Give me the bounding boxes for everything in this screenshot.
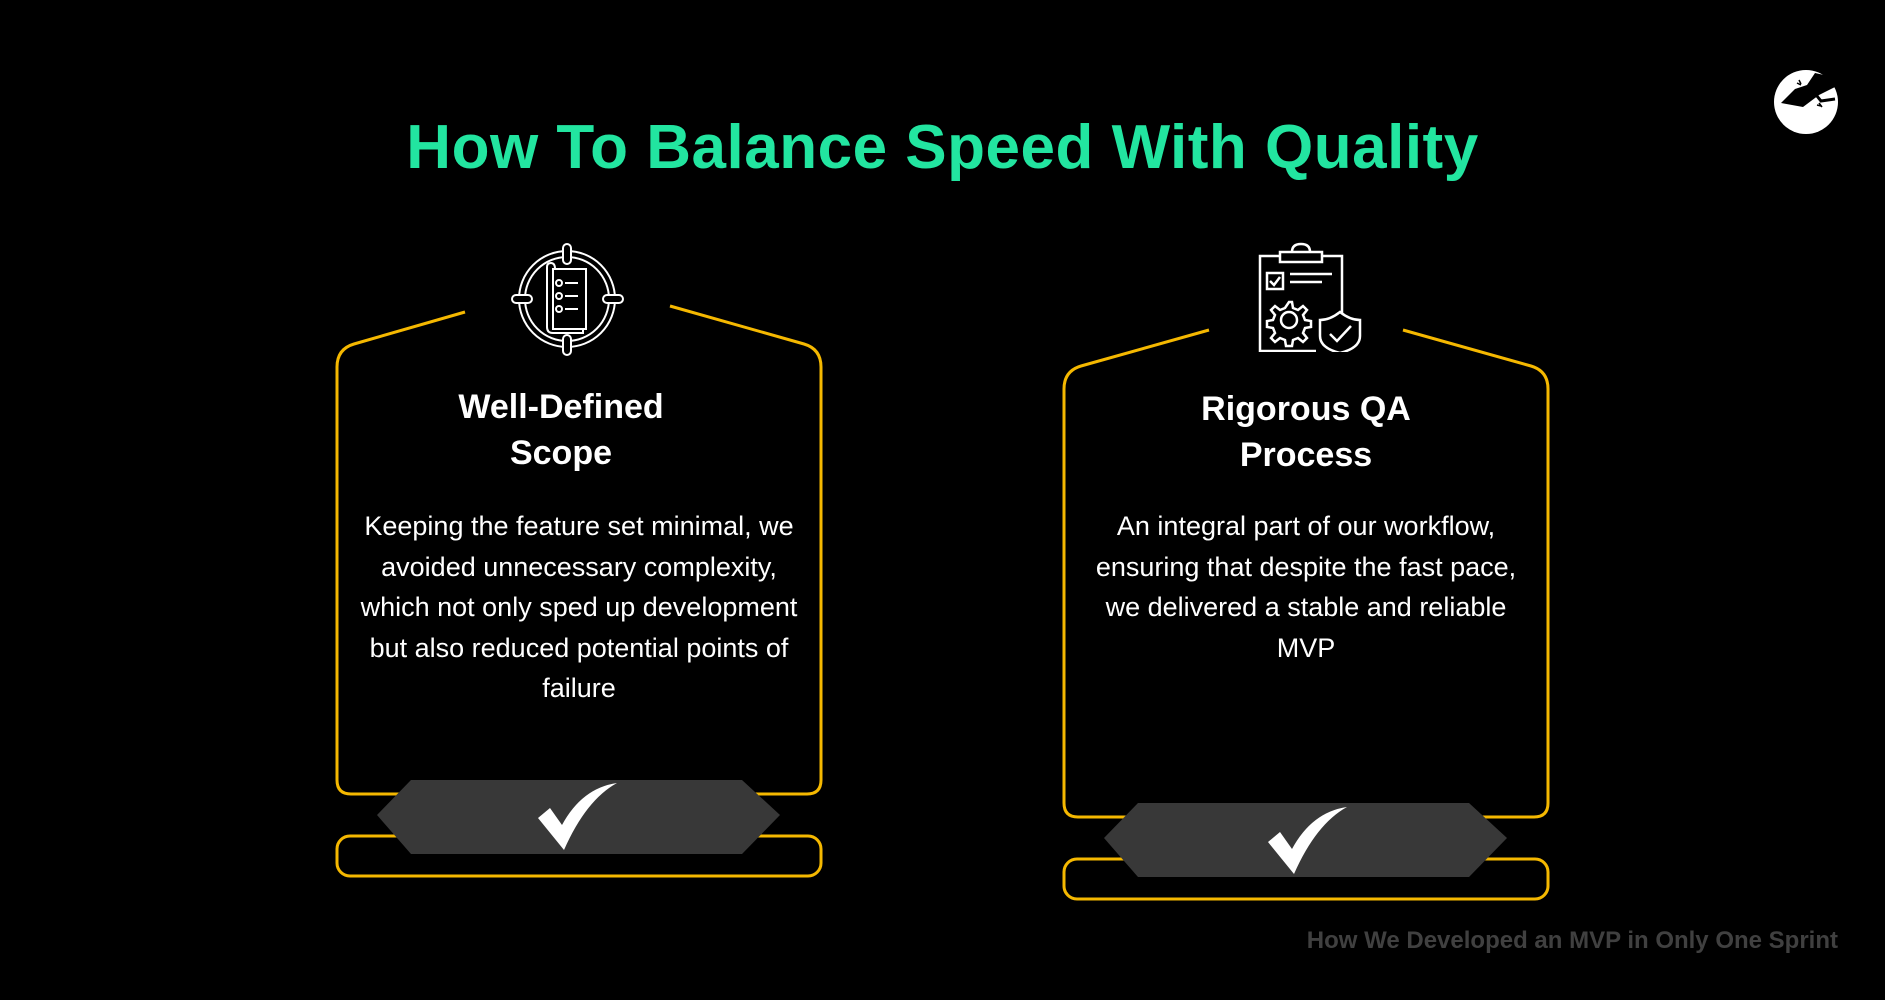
checkmark-icon [538, 783, 617, 850]
card-body: Keeping the feature set minimal, we avoi… [360, 511, 798, 703]
card-body: An integral part of our workflow, ensuri… [1095, 511, 1517, 663]
card-outline [335, 304, 823, 878]
page-title: How To Balance Speed With Quality [406, 113, 1479, 182]
checkmark-icon [1268, 807, 1347, 874]
card-rigorous-qa-process: Rigorous QA Process An integral part of … [1061, 240, 1551, 901]
footer-caption: How We Developed an MVP in Only One Spri… [1306, 927, 1838, 954]
clipboard-gear-shield-icon [1258, 242, 1362, 352]
target-checklist-icon [511, 243, 624, 356]
card-outline [1062, 328, 1550, 901]
card-well-defined-scope: Well-Defined Scope Keeping the feature s… [334, 240, 824, 880]
card-heading: Well-Defined Scope [458, 388, 664, 472]
gecko-logo-icon [1774, 70, 1838, 134]
card-heading: Rigorous QA Process [1201, 390, 1411, 474]
